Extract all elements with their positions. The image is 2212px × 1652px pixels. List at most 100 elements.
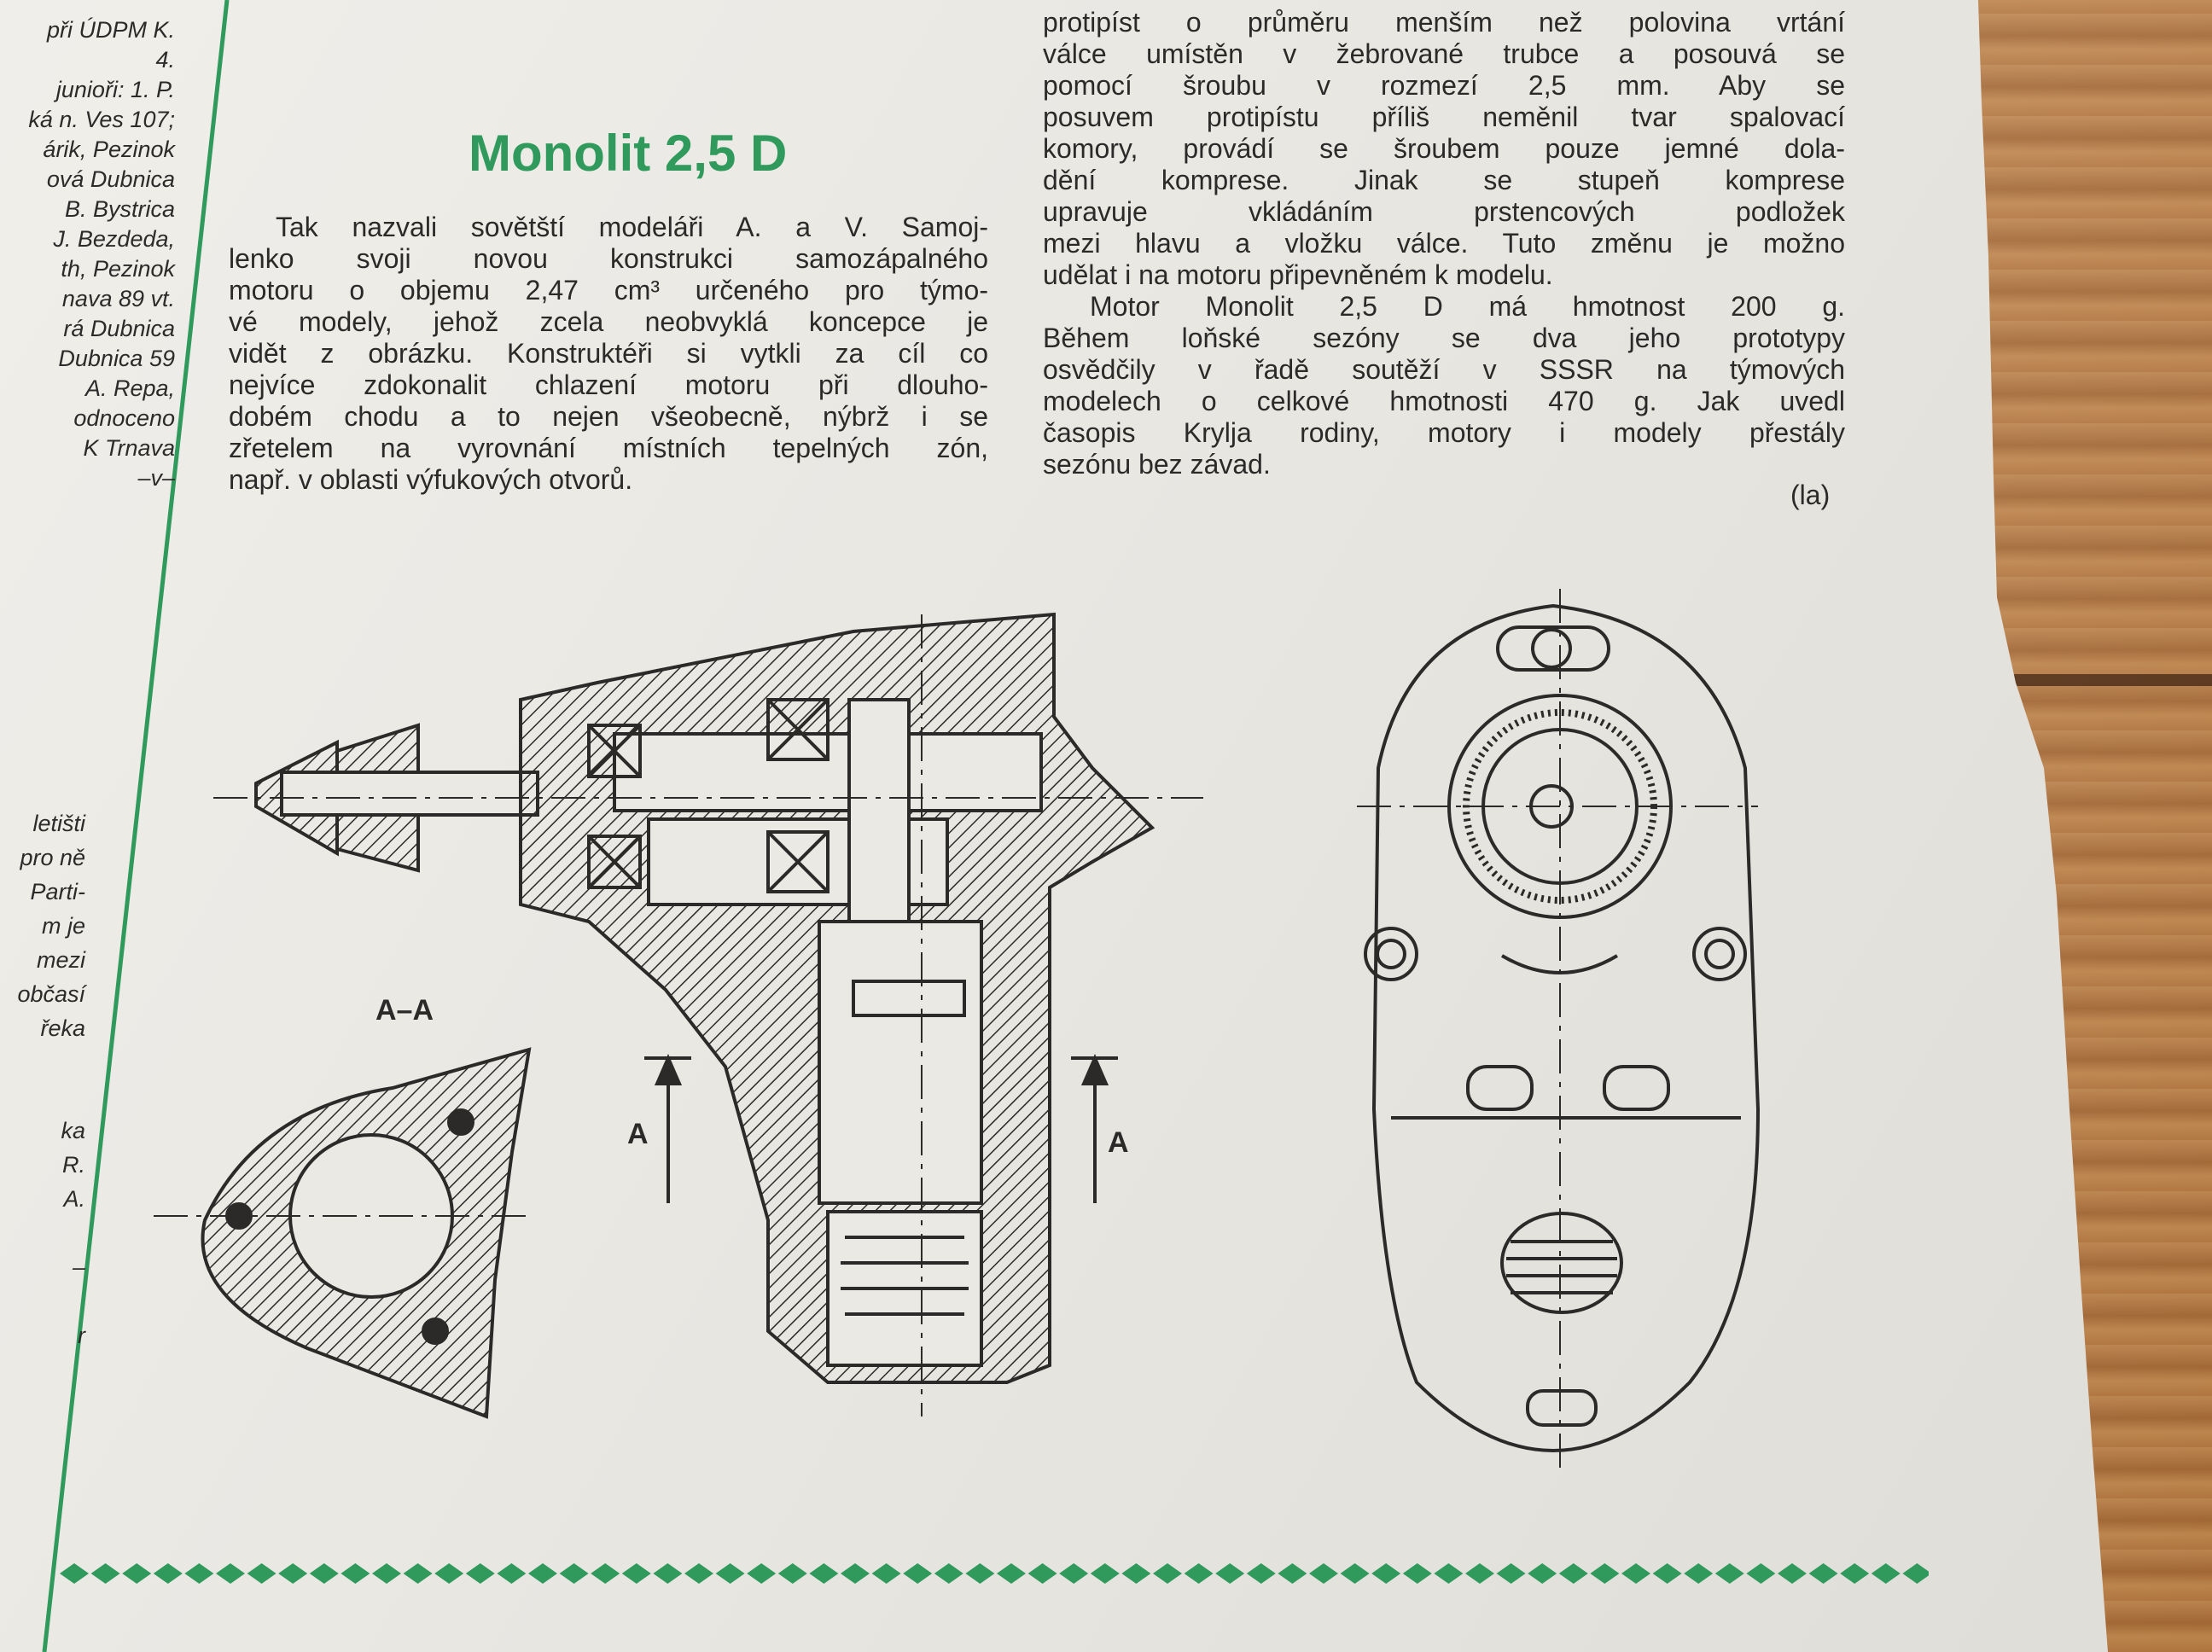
text-line: odnoceno [73, 405, 175, 431]
author-signature: (la) [1790, 480, 1831, 510]
diamond-ornament [1246, 1563, 1276, 1584]
text-line: zřetelem na vyrovnání místních tepelných… [229, 433, 988, 463]
text-line: lenko svoji novou konstrukci samozápalné… [229, 243, 988, 274]
text-line: např. v oblasti výfukových otvorů. [229, 464, 633, 495]
text-line: J. Bezdeda, [53, 226, 175, 252]
diamond-ornament [777, 1563, 807, 1584]
text-line: dění komprese. Jinak se stupeň komprese [1043, 165, 1845, 195]
article-column-1: Tak nazvali sovětští modeláři A. a V. Sa… [229, 212, 988, 496]
text-line: A. [63, 1186, 85, 1212]
diamond-ornament [1528, 1563, 1557, 1584]
section-arrow-label-right: A [1108, 1126, 1129, 1159]
engine-front-view-drawing [1357, 589, 1761, 1468]
diamond-ornament [372, 1563, 401, 1584]
diamond-ornament [591, 1563, 620, 1584]
diamond-ornament [621, 1563, 651, 1584]
text-line: R. [62, 1152, 85, 1178]
text-line: komory, provádí se šroubem pouze jemné d… [1043, 133, 1845, 164]
diamond-ornament [1465, 1563, 1494, 1584]
text-line: Parti- [30, 879, 85, 905]
diamond-ornament [184, 1563, 214, 1584]
diamond-ornament [1059, 1563, 1089, 1584]
diamond-ornament [809, 1563, 839, 1584]
diamond-ornament [1309, 1563, 1338, 1584]
text-line: – [72, 1254, 85, 1280]
diamond-ornament [1340, 1563, 1370, 1584]
diamond-ornament [1778, 1563, 1807, 1584]
text-line: pomocí šroubu v rozmezí 2,5 mm. Aby se [1043, 70, 1845, 101]
diamond-ornament [341, 1563, 370, 1584]
diamond-ornament [997, 1563, 1026, 1584]
diamond-ornament [1684, 1563, 1714, 1584]
text-line: časopis Krylja rodiny, motory i modely p… [1043, 417, 1845, 448]
left-column-text-top: při ÚDPM K. 4. junioři: 1. P. ká n. Ves 107… [0, 15, 175, 493]
diamond-ornament [1808, 1563, 1838, 1584]
section-a-a-label: A–A [375, 994, 434, 1027]
diamond-ornament [1840, 1563, 1870, 1584]
diamond-ornament [247, 1563, 276, 1584]
text-line: Dubnica 59 [58, 346, 175, 371]
diamond-ornament [1902, 1563, 1929, 1584]
diamond-ornament [1652, 1563, 1682, 1584]
diamond-ornament [684, 1563, 713, 1584]
text-line: mezi [36, 947, 85, 973]
text-line: A. Repa, [84, 375, 175, 401]
diamond-ornament [153, 1563, 183, 1584]
text-line: –v– [137, 465, 175, 491]
text-line: osvědčily v řadě soutěží v SSSR na týmov… [1043, 354, 1845, 385]
text-line: K Trnava [83, 435, 175, 461]
diamond-ornament [434, 1563, 464, 1584]
text-line: Motor Monolit 2,5 D má hmotnost 200 g. [1090, 291, 1845, 322]
text-line: B. Bystrica [64, 196, 175, 222]
text-line: při ÚDPM K. [46, 17, 175, 43]
diamond-ornament [1714, 1563, 1744, 1584]
diamond-ornament [528, 1563, 557, 1584]
text-line: vé modely, jehož zcela neobvyklá koncepc… [229, 306, 988, 337]
diamond-ornament [1402, 1563, 1432, 1584]
text-line: junioři: 1. P. [55, 77, 175, 102]
text-line: ová Dubnica [46, 166, 175, 192]
text-line: nava 89 vt. [61, 286, 175, 311]
table-plank-seam [1988, 674, 2212, 686]
text-line: udělat i na motoru připevněném k modelu. [1043, 259, 1553, 290]
green-diamond-border [60, 1563, 1929, 1584]
text-line: sezónu bez závad. [1043, 449, 1271, 480]
diamond-ornament [1496, 1563, 1526, 1584]
diamond-ornament [497, 1563, 527, 1584]
diamond-ornament [1121, 1563, 1151, 1584]
text-line: r [78, 1323, 85, 1348]
diamond-ornament [1090, 1563, 1120, 1584]
section-arrow-label-left: A [627, 1118, 649, 1150]
text-line: modelech o celkové hmotnosti 470 g. Jak … [1043, 386, 1845, 416]
text-line: občasí [17, 981, 85, 1007]
diamond-ornament [216, 1563, 245, 1584]
diamond-ornament [903, 1563, 933, 1584]
text-line: motoru o objemu 2,47 cm³ určeného pro tý… [229, 275, 988, 305]
text-line: ká n. Ves 107; [28, 107, 175, 132]
diamond-ornament [1215, 1563, 1245, 1584]
text-line: řeka [40, 1015, 85, 1041]
diamond-ornament [934, 1563, 963, 1584]
engine-side-section-drawing [213, 612, 1203, 1416]
text-line: rá Dubnica [63, 316, 175, 341]
text-line: vidět z obrázku. Konstruktéři si vytkli … [229, 338, 988, 369]
diamond-ornament [653, 1563, 683, 1584]
diamond-ornament [60, 1563, 89, 1584]
text-line: 4. [155, 47, 175, 73]
diamond-ornament [1184, 1563, 1214, 1584]
diamond-ornament [559, 1563, 589, 1584]
text-line: pro ně [20, 845, 85, 870]
text-line: dobém chodu a to nejen všeobecně, nýbrž … [229, 401, 988, 432]
text-line: árik, Pezinok [43, 137, 175, 162]
text-line: válce umístěn v žebrované trubce a posou… [1043, 38, 1845, 69]
section-a-a-drawing [154, 1047, 532, 1419]
diamond-ornament [90, 1563, 120, 1584]
diamond-ornament [1871, 1563, 1901, 1584]
diamond-ornament [747, 1563, 777, 1584]
diamond-ornament [278, 1563, 308, 1584]
text-line: mezi hlavu a vložku válce. Tuto změnu je… [1043, 228, 1845, 259]
diamond-ornament [1590, 1563, 1620, 1584]
diamond-ornament [1434, 1563, 1464, 1584]
